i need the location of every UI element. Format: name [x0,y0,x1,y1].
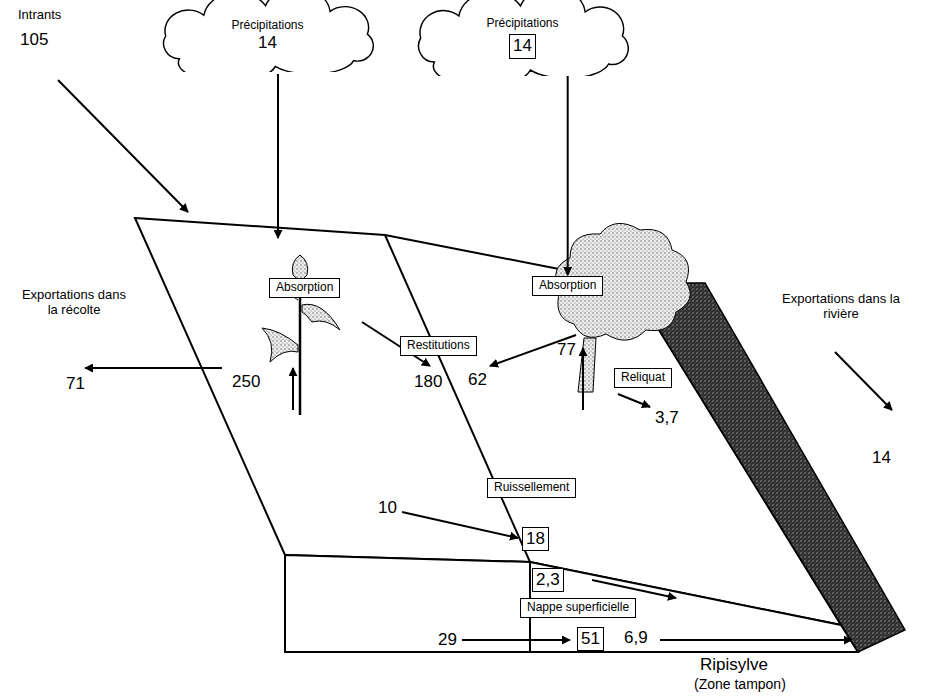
node-text: Absorption [276,280,333,296]
caption-label: Exportations dans la rivière [782,292,900,322]
flux-connector [567,72,569,275]
process-label-box: Absorption [269,278,340,298]
flux-value-box: 2,3 [532,568,564,592]
drawing-part [582,348,584,410]
drawing-part [292,368,294,410]
drawing-part [578,338,596,392]
drawing-part [618,394,650,407]
node-text: Précipitations [486,17,558,31]
flux-arrows [58,74,892,640]
node-text: Absorption [539,278,596,294]
flux-value: 105 [20,30,48,50]
caption-label: Exportations dans la récolte [18,288,130,318]
drawing-part [490,335,576,366]
process-label-box: Ruissellement [487,478,576,498]
drawing-part [592,580,676,598]
drawing-part [262,328,298,362]
flux-value-box: 14 [509,34,536,58]
precipitation-cloud: Précipitations14 [150,0,385,72]
flux-value-box: 51 [577,627,604,651]
drawing-part [58,80,188,212]
drawing-part [85,367,222,369]
precipitation-cloud: Précipitations 14 [405,0,640,76]
flux-value: 71 [66,374,85,394]
node-text: Précipitations [231,19,303,33]
cloud-outline-path [164,0,374,72]
corn-plant [262,255,340,415]
caption-label: (Zone tampon) [694,676,786,692]
node-text: 51 [581,629,600,649]
process-label-box: Absorption [532,276,603,296]
node-text: 14 [513,36,532,56]
node-text: Reliquat [621,370,665,386]
drawing-part [277,74,279,238]
node-text: 14 [258,33,277,53]
flux-value: 180 [414,372,442,392]
node-text: Restitutions [407,338,470,354]
drawing-part [402,512,518,538]
drawing-part [462,639,570,641]
flux-value: 29 [438,630,457,650]
flux-value-box: 18 [522,527,549,551]
drawing-part [292,255,307,280]
process-label-box: Restitutions [400,336,477,356]
flux-value: 14 [872,448,891,468]
drawing-part [660,639,852,641]
node-text: 18 [526,529,545,549]
process-label-box: Reliquat [614,368,672,388]
process-label-box: Nappe superficielle [520,598,636,618]
flux-value: 62 [468,370,487,390]
flux-value: Ripisylve [700,655,768,675]
drawing-part [302,304,340,330]
flux-value: 250 [232,372,260,392]
node-text: Ruissellement [494,480,569,496]
riparian-tree [556,223,690,392]
soil-front-face [285,555,858,652]
buffer-boundary [385,235,530,652]
flux-value: 77 [557,340,576,360]
flux-value: 3,7 [655,408,679,428]
flux-value: 6,9 [624,628,648,648]
caption-label: Intrants [18,8,61,23]
flux-value: 10 [378,498,397,518]
drawing-part [835,352,892,410]
cloud-outline-path [419,0,629,76]
node-text: 2,3 [536,570,560,590]
node-text: Nappe superficielle [527,600,629,616]
